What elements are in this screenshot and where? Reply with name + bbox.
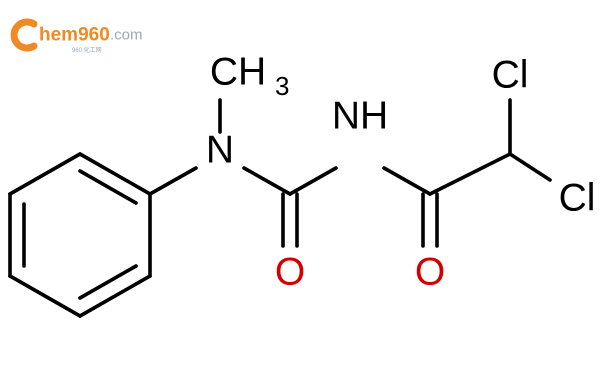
watermark-logo: hem960 .com 960 化工网 (10, 18, 143, 54)
bond-ring-6 (8, 152, 82, 196)
bond-ring-to-n (148, 166, 198, 196)
atom-amide-oxygen: O (415, 251, 445, 294)
atom-chlorine-top: Cl (492, 54, 529, 97)
bond-ring-4 (8, 274, 82, 318)
bond-ring-inner-1 (78, 169, 138, 205)
watermark-suffix: .com (110, 27, 143, 44)
bond-carbonyl-to-chcl2 (428, 152, 512, 196)
atom-labels: N CH 3 NH O O Cl Cl (206, 51, 596, 294)
bond-nh-to-carbonyl (382, 166, 432, 196)
atom-methyl: CH (210, 51, 266, 94)
bond-ring-3 (78, 274, 152, 318)
watermark-c-icon (10, 18, 38, 52)
bond-n-to-carbonyl (242, 166, 292, 196)
bond-ring-inner-2 (78, 264, 138, 300)
atom-urea-oxygen: O (275, 251, 305, 294)
atom-n: N (206, 129, 234, 172)
watermark-tagline: 960 化工网 (72, 46, 102, 54)
watermark-text: hem960 (39, 25, 110, 46)
bond-ring-1 (78, 152, 152, 196)
bond-carbonyl-to-nh (288, 166, 338, 196)
bond-c-to-cl-right (508, 152, 552, 182)
atom-methyl-subscript: 3 (275, 71, 289, 101)
chain-bonds (148, 98, 552, 248)
atom-chlorine-right: Cl (559, 177, 596, 220)
benzene-ring (8, 152, 152, 318)
atom-nh: NH (332, 95, 388, 138)
